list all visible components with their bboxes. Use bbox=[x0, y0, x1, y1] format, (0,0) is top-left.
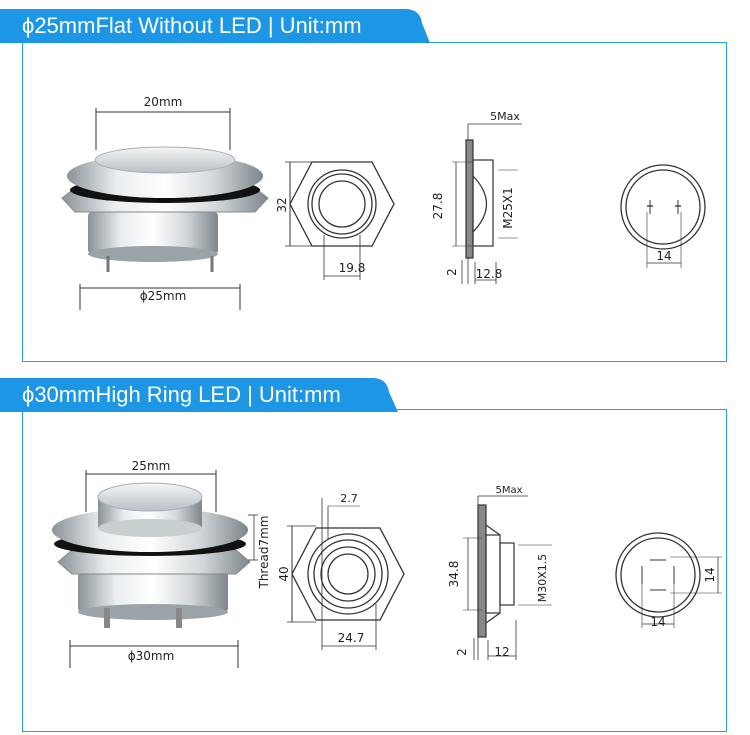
side-max-dimension: 5Max bbox=[495, 485, 522, 496]
photo-top-dimension: 25mm bbox=[132, 459, 171, 473]
section-2-tab-shape bbox=[0, 378, 398, 412]
product-photo-flat-25mm bbox=[61, 108, 269, 310]
front-view-drawing bbox=[285, 161, 395, 280]
side-height-dimension: 27.8 bbox=[431, 193, 445, 220]
photo-thread-label: Thread7mm bbox=[257, 516, 271, 590]
product-photo-high-ring-30mm bbox=[52, 470, 258, 668]
bottom-width-dimension: 14 bbox=[650, 615, 665, 629]
section-1-tab-shape bbox=[0, 9, 430, 43]
section-1-header: ϕ25mmFlat Without LED | Unit:mm bbox=[0, 9, 430, 43]
side-max-dimension: 5Max bbox=[490, 110, 520, 123]
front-ring-dimension: 2.7 bbox=[340, 492, 358, 505]
section-1-drawings: 20mm ϕ25mm 32 19.8 bbox=[61, 95, 706, 310]
section-2-title: ϕ30mmHigh Ring LED | Unit:mm bbox=[22, 382, 341, 407]
side-thread-label: M30X1.5 bbox=[536, 554, 549, 603]
front-width-dimension: 24.7 bbox=[338, 631, 365, 645]
section-1-title: ϕ25mmFlat Without LED | Unit:mm bbox=[22, 13, 362, 38]
side-length-dimension: 12.8 bbox=[476, 267, 503, 281]
side-thread-label: M25X1 bbox=[501, 187, 515, 228]
front-view-drawing bbox=[287, 498, 405, 650]
bottom-view-drawing bbox=[620, 164, 706, 268]
photo-top-dimension: 20mm bbox=[144, 95, 183, 109]
side-base-dimension: 2 bbox=[455, 648, 469, 656]
section-2-header: ϕ30mmHigh Ring LED | Unit:mm bbox=[0, 378, 398, 412]
front-height-dimension: 40 bbox=[277, 566, 291, 581]
bottom-width-dimension: 14 bbox=[656, 249, 671, 263]
photo-bottom-dimension: ϕ25mm bbox=[140, 289, 187, 303]
side-height-dimension: 34.8 bbox=[447, 561, 461, 588]
side-view-drawing bbox=[452, 123, 522, 284]
front-width-dimension: 19.8 bbox=[339, 261, 366, 275]
side-base-dimension: 2 bbox=[445, 268, 459, 276]
side-length-dimension: 12 bbox=[494, 645, 509, 659]
bottom-height-dimension: 14 bbox=[703, 567, 717, 582]
bottom-view-drawing bbox=[615, 532, 722, 628]
side-view-drawing bbox=[463, 495, 552, 660]
photo-bottom-dimension: ϕ30mm bbox=[128, 649, 175, 663]
front-height-dimension: 32 bbox=[275, 197, 289, 212]
